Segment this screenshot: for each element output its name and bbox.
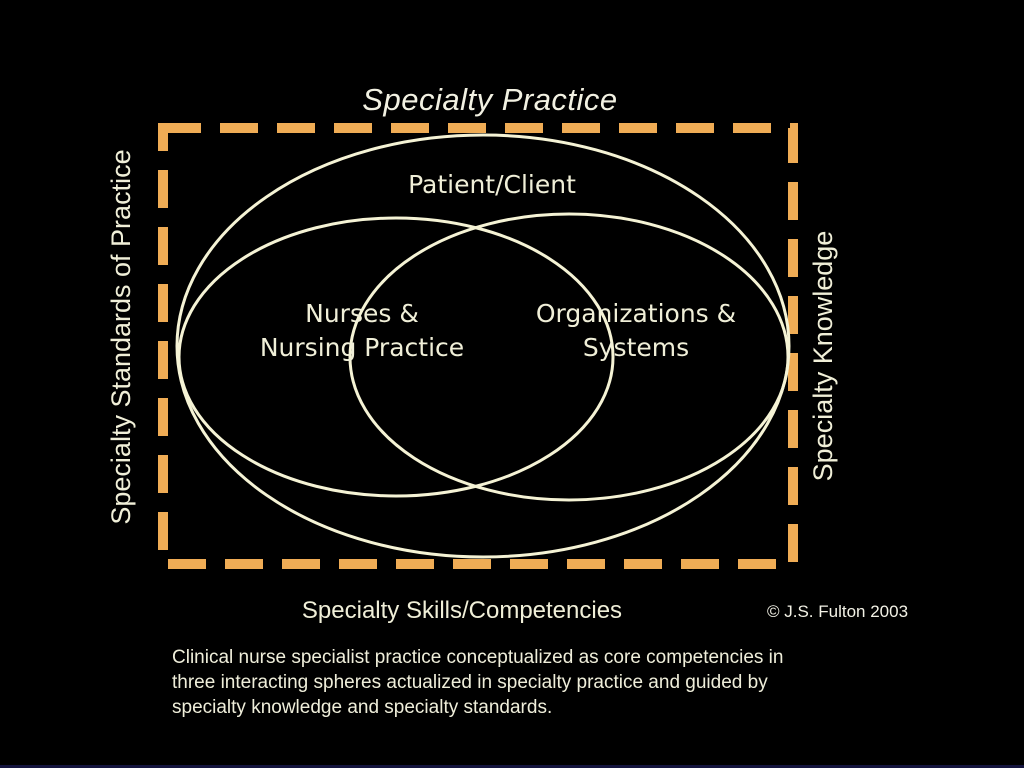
- bottom-accent-bar: [0, 765, 1024, 768]
- figure-caption: Clinical nurse specialist practice conce…: [172, 647, 784, 718]
- nurses-nursing-practice-ellipse: [177, 216, 615, 498]
- sphere-label-nurses-line2: Nursing Practice: [259, 333, 465, 362]
- copyright-credit: © J.S. Fulton 2003: [767, 602, 909, 621]
- sphere-label-nurses-line1: Nurses &: [305, 299, 419, 328]
- slide-title: Specialty Practice: [362, 82, 618, 117]
- sphere-label-organizations-line2: Systems: [582, 333, 690, 362]
- sphere-label-nurses: Nurses & Nursing Practice: [212, 297, 512, 365]
- right-axis-label: Specialty Knowledge: [808, 230, 838, 482]
- organizations-systems-ellipse: [348, 212, 790, 502]
- sphere-label-patient-client: Patient/Client: [408, 170, 576, 199]
- sphere-label-organizations: Organizations & Systems: [486, 297, 786, 365]
- bottom-axis-label: Specialty Skills/Competencies: [301, 597, 623, 624]
- left-axis-label: Specialty Standards of Practice: [106, 149, 136, 525]
- patient-client-ellipse: [175, 133, 791, 559]
- sphere-label-organizations-line1: Organizations &: [535, 299, 737, 328]
- specialty-practice-dashed-border: [158, 123, 798, 569]
